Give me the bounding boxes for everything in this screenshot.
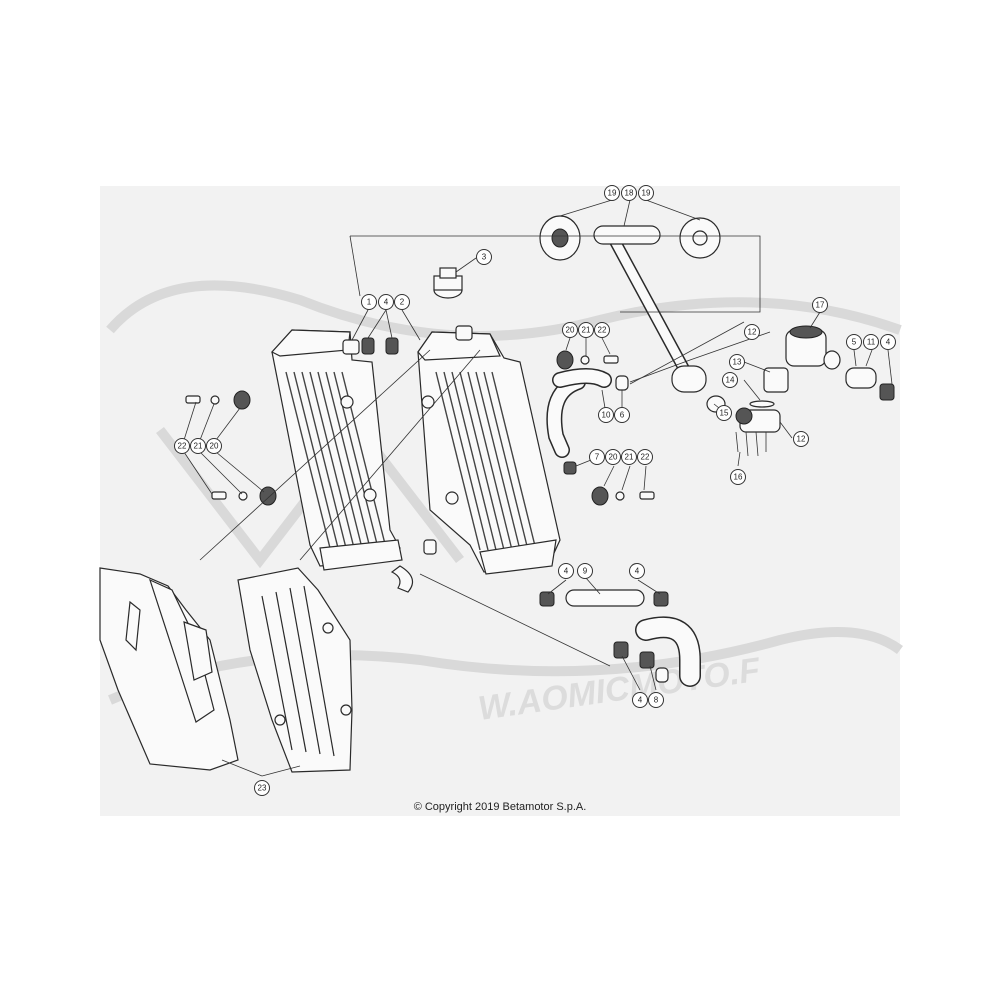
filler-neck (455, 325, 473, 341)
callout-4a: 4 (378, 294, 394, 310)
callout-20c: 20 (605, 449, 621, 465)
svg-text:1: 1 (367, 298, 372, 307)
callout-20a: 20 (562, 322, 578, 338)
svg-text:4: 4 (886, 338, 891, 347)
right-radiator-fins (435, 371, 537, 551)
callout-4b: 4 (880, 334, 896, 350)
hose-clamps (361, 337, 895, 669)
svg-text:18: 18 (625, 189, 634, 198)
svg-text:5: 5 (852, 338, 857, 347)
callout-3: 3 (476, 249, 492, 265)
svg-text:7: 7 (595, 453, 600, 462)
hose-ring-6 (615, 375, 629, 391)
svg-text:17: 17 (816, 301, 825, 310)
svg-text:13: 13 (733, 358, 742, 367)
svg-text:19: 19 (608, 189, 617, 198)
svg-text:3: 3 (482, 253, 487, 262)
callout-8: 8 (648, 692, 664, 708)
svg-text:4: 4 (564, 567, 569, 576)
callout-23: 23 (254, 780, 270, 796)
svg-text:21: 21 (194, 442, 203, 451)
svg-text:21: 21 (582, 326, 591, 335)
lower-hose (565, 589, 645, 607)
callout-14: 14 (722, 372, 738, 388)
svg-text:4: 4 (384, 298, 389, 307)
svg-text:23: 23 (258, 784, 267, 793)
svg-text:2: 2 (400, 298, 405, 307)
svg-text:4: 4 (635, 567, 640, 576)
callout-12b: 12 (793, 431, 809, 447)
callout-1: 1 (361, 294, 377, 310)
callout-9: 9 (577, 563, 593, 579)
watermark-text: W.AOMICMOTO.F (476, 651, 764, 728)
callout-4e: 4 (632, 692, 648, 708)
svg-text:12: 12 (748, 328, 757, 337)
callout-21b: 21 (190, 438, 206, 454)
callout-13: 13 (729, 354, 745, 370)
thermostat-assembly (706, 325, 877, 457)
callout-4c: 4 (558, 563, 574, 579)
callout-18: 18 (621, 185, 637, 201)
right-radiator (390, 325, 561, 593)
svg-text:8: 8 (654, 696, 659, 705)
leader-lines (183, 199, 893, 777)
callout-10: 10 (598, 407, 614, 423)
svg-text:22: 22 (598, 326, 607, 335)
svg-text:22: 22 (178, 442, 187, 451)
radiator-shroud-inner (237, 567, 353, 773)
svg-text:12: 12 (797, 435, 806, 444)
callout-21c: 21 (621, 449, 637, 465)
elbow-hose (635, 616, 701, 687)
svg-text:16: 16 (734, 473, 743, 482)
mounting-hardware (185, 350, 655, 506)
callout-6a: 6 (614, 407, 630, 423)
left-radiator-fins (285, 371, 387, 549)
svg-text:11: 11 (867, 338, 876, 347)
svg-text:21: 21 (625, 453, 634, 462)
pipe-seals (539, 215, 721, 261)
callout-7: 7 (589, 449, 605, 465)
callout-15: 15 (716, 405, 732, 421)
svg-text:20: 20 (210, 442, 219, 451)
svg-text:14: 14 (726, 376, 735, 385)
callout-12a: 12 (744, 324, 760, 340)
callout-21a: 21 (578, 322, 594, 338)
svg-text:10: 10 (602, 411, 611, 420)
copyright-notice: © Copyright 2019 Betamotor S.p.A. (413, 801, 587, 813)
callout-11: 11 (863, 334, 879, 350)
callout-19b: 19 (638, 185, 654, 201)
svg-text:20: 20 (609, 453, 618, 462)
callout-2: 2 (394, 294, 410, 310)
hose-ring-8 (655, 667, 669, 683)
svg-text:4: 4 (638, 696, 643, 705)
left-radiator (271, 329, 403, 571)
callout-22a: 22 (594, 322, 610, 338)
svg-text:9: 9 (583, 567, 588, 576)
callout-20b: 20 (206, 438, 222, 454)
svg-text:6: 6 (620, 411, 625, 420)
bypass-pipe (593, 225, 707, 393)
svg-text:19: 19 (642, 189, 651, 198)
callout-22b: 22 (174, 438, 190, 454)
callout-17: 17 (812, 297, 828, 313)
callout-22c: 22 (637, 449, 653, 465)
radiator-cap (433, 267, 463, 299)
callout-4d: 4 (629, 563, 645, 579)
radiator-shroud-outer (99, 567, 239, 771)
svg-text:22: 22 (641, 453, 650, 462)
svg-text:15: 15 (720, 409, 729, 418)
callout-5: 5 (846, 334, 862, 350)
svg-text:20: 20 (566, 326, 575, 335)
callout-19a: 19 (604, 185, 620, 201)
upper-hose (546, 368, 612, 458)
callout-16: 16 (730, 469, 746, 485)
